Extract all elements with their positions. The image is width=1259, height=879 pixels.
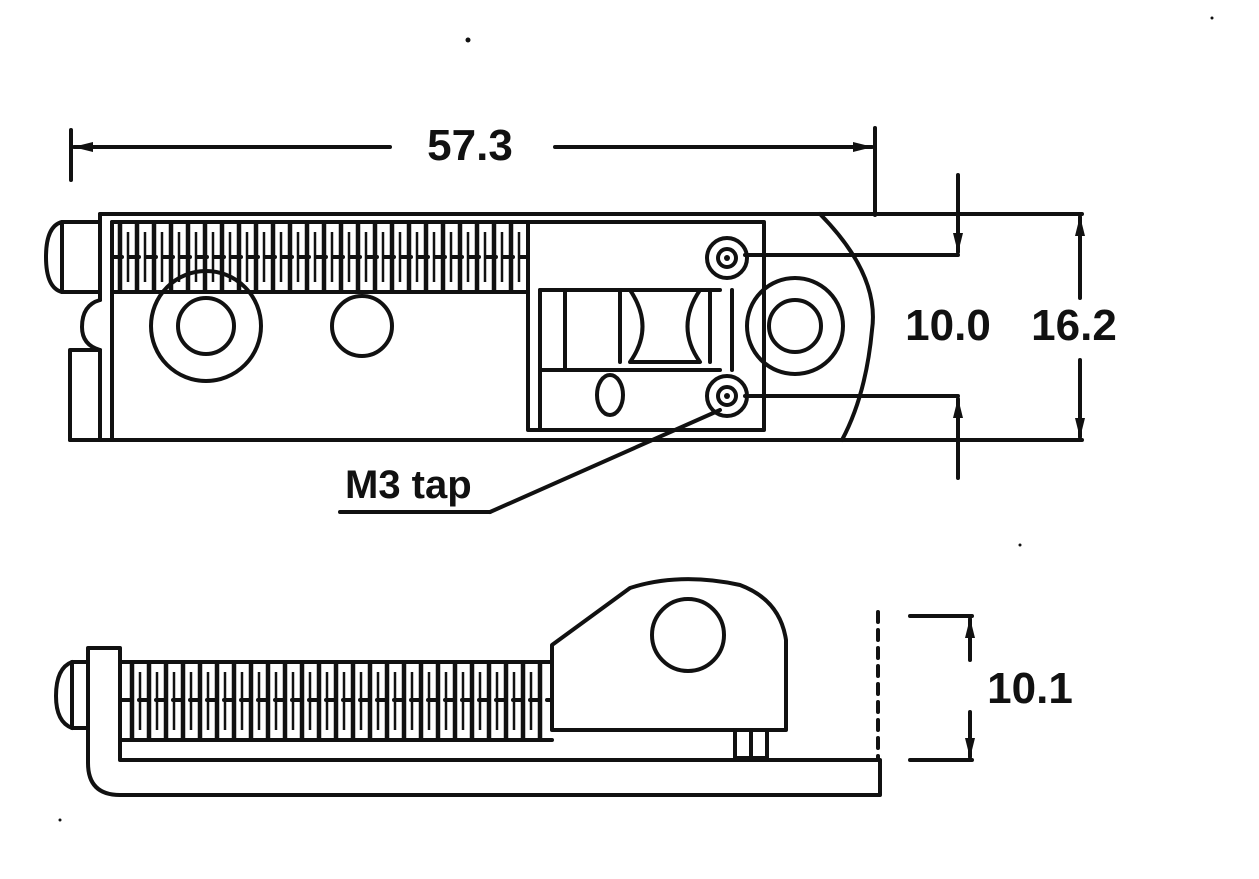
left-large-hole-inner bbox=[176, 296, 236, 356]
spring-side bbox=[120, 660, 554, 742]
side-height-dimension: 10.1 bbox=[908, 614, 1073, 762]
bearing-center bbox=[628, 288, 702, 364]
side-height-label: 10.1 bbox=[987, 664, 1073, 713]
inner-height-label: 10.0 bbox=[905, 301, 991, 350]
left-large-hole-outer bbox=[149, 269, 263, 383]
middle-hole bbox=[330, 294, 394, 358]
tap-hole-top-inner bbox=[716, 247, 738, 269]
tap-callout: M3 tap bbox=[338, 408, 722, 514]
slider-block bbox=[526, 220, 766, 432]
right-hole-outer bbox=[745, 276, 845, 376]
scan-specks bbox=[58, 16, 1214, 822]
side-slider-block bbox=[550, 577, 788, 732]
outer-height-label: 16.2 bbox=[1031, 301, 1117, 350]
right-hole-inner bbox=[767, 298, 823, 354]
side-base-rail bbox=[86, 646, 882, 797]
inner-height-dimension: 10.0 bbox=[743, 173, 991, 480]
overall-length-dimension: 57.3 bbox=[69, 121, 877, 217]
oval-slot bbox=[595, 373, 625, 417]
tap-callout-label: M3 tap bbox=[345, 463, 472, 507]
right-rounded-end bbox=[818, 212, 875, 442]
overall-length-label: 57.3 bbox=[427, 121, 513, 170]
left-end-cap bbox=[44, 220, 64, 294]
spring-top bbox=[110, 220, 530, 294]
tap-hole-bottom-inner bbox=[716, 385, 738, 407]
side-slider-hole bbox=[650, 597, 726, 673]
outer-height-dimension: 16.2 bbox=[1031, 215, 1117, 439]
side-end-cap bbox=[54, 660, 74, 730]
side-view: 10.1 bbox=[54, 577, 1073, 797]
tap-hole-top-outer bbox=[705, 236, 749, 280]
top-view: 57.3 bbox=[44, 121, 1117, 514]
